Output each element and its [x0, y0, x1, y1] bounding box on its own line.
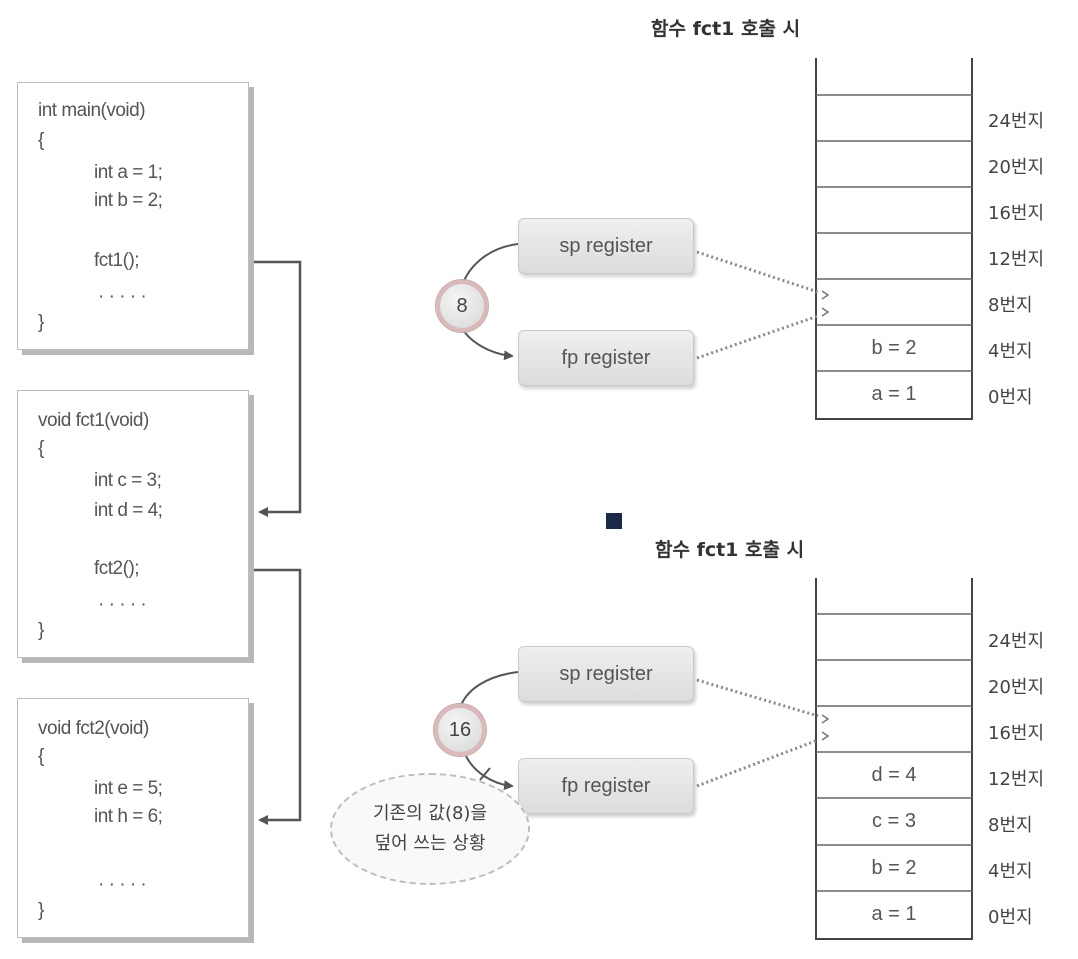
sp-badge-curve-2 — [459, 671, 519, 709]
stack-cell — [816, 706, 972, 752]
sp-badge-curve — [461, 243, 519, 287]
pointer-tip-bottom — [821, 714, 830, 741]
code-line: int e = 5; — [94, 778, 163, 799]
stack-cell: a = 1 — [871, 382, 917, 405]
sp-register: sp register — [518, 218, 694, 274]
code-line: · · · · · — [98, 874, 147, 895]
address-label: 8번지 — [988, 295, 1033, 316]
fp-register: fp register — [518, 330, 694, 386]
stack-cell: c = 3 — [872, 809, 916, 832]
register-value-badge: 8 — [436, 280, 488, 332]
diagram-title: 함수 fct1 호출 시 — [651, 18, 801, 40]
stack-cell: d = 4 — [871, 763, 917, 786]
stack-cell: b = 2 — [871, 336, 917, 359]
address-label: 12번지 — [988, 769, 1045, 790]
address-label: 12번지 — [988, 249, 1045, 270]
note-line: 덮어 쓰는 상황 — [374, 833, 486, 854]
stack-cell — [816, 614, 972, 660]
sp-pointer-dotted-2 — [696, 678, 819, 718]
code-line: { — [38, 130, 44, 151]
overwrite-tick — [479, 767, 491, 781]
code-line: int main(void) — [38, 100, 146, 121]
fp-register: fp register — [518, 758, 694, 814]
code-line: { — [38, 746, 44, 767]
sp-register: sp register — [518, 646, 694, 702]
code-line: · · · · · — [98, 594, 147, 615]
address-label: 24번지 — [988, 631, 1045, 652]
register-value-badge: 16 — [434, 704, 486, 756]
stack-cell — [816, 233, 972, 279]
stack-cell: a = 1 — [871, 902, 917, 925]
code-line: int b = 2; — [94, 190, 163, 211]
pointer-tip-top — [821, 290, 830, 317]
stack-cells-bottom: d = 4 c = 3 b = 2 a = 1 — [816, 614, 972, 939]
stack-cell — [816, 279, 972, 325]
address-label: 4번지 — [988, 861, 1033, 882]
code-line: fct2(); — [94, 558, 140, 579]
code-line: } — [38, 900, 44, 921]
stack-frame-bottom — [815, 578, 973, 940]
note-line: 기존의 값(8)을 — [372, 803, 488, 824]
badge-fp-curve-2 — [465, 755, 514, 791]
address-label: 0번지 — [988, 907, 1033, 928]
fp-pointer-dotted-2 — [696, 738, 819, 788]
address-label: 16번지 — [988, 723, 1045, 744]
code-line: } — [38, 312, 44, 333]
section-marker — [606, 513, 622, 529]
stack-cell — [816, 187, 972, 233]
sp-pointer-dotted — [696, 250, 819, 294]
fp-pointer-dotted — [696, 314, 819, 360]
code-line: int a = 1; — [94, 162, 163, 183]
code-line: fct1(); — [94, 250, 140, 271]
stack-cell — [816, 95, 972, 141]
address-label: 0번지 — [988, 387, 1033, 408]
code-line: { — [38, 438, 44, 459]
stack-cell — [816, 141, 972, 187]
code-block-main: int main(void) { int a = 1; int b = 2; f… — [17, 82, 249, 350]
stack-cell — [816, 660, 972, 706]
address-label: 16번지 — [988, 203, 1045, 224]
diagram-title: 함수 fct1 호출 시 — [655, 539, 805, 561]
stack-frame-top — [815, 58, 973, 420]
address-label: 20번지 — [988, 157, 1045, 178]
address-label: 8번지 — [988, 815, 1033, 836]
code-line: void fct2(void) — [38, 718, 149, 739]
stack-cell: b = 2 — [871, 856, 917, 879]
code-line: · · · · · — [98, 286, 147, 307]
code-line: void fct1(void) — [38, 410, 149, 431]
code-line: int h = 6; — [94, 806, 163, 827]
badge-fp-curve — [461, 327, 514, 361]
address-label: 24번지 — [988, 111, 1045, 132]
code-block-fct2: void fct2(void) { int e = 5; int h = 6; … — [17, 698, 249, 938]
stack-cells-top: b = 2 a = 1 — [816, 95, 972, 419]
code-line: int d = 4; — [94, 500, 163, 521]
address-label: 4번지 — [988, 341, 1033, 362]
code-line: } — [38, 620, 44, 641]
code-line: int c = 3; — [94, 470, 162, 491]
overwrite-note-bubble: 기존의 값(8)을 덮어 쓰는 상황 — [330, 773, 530, 885]
address-label: 20번지 — [988, 677, 1045, 698]
code-block-fct1: void fct1(void) { int c = 3; int d = 4; … — [17, 390, 249, 658]
